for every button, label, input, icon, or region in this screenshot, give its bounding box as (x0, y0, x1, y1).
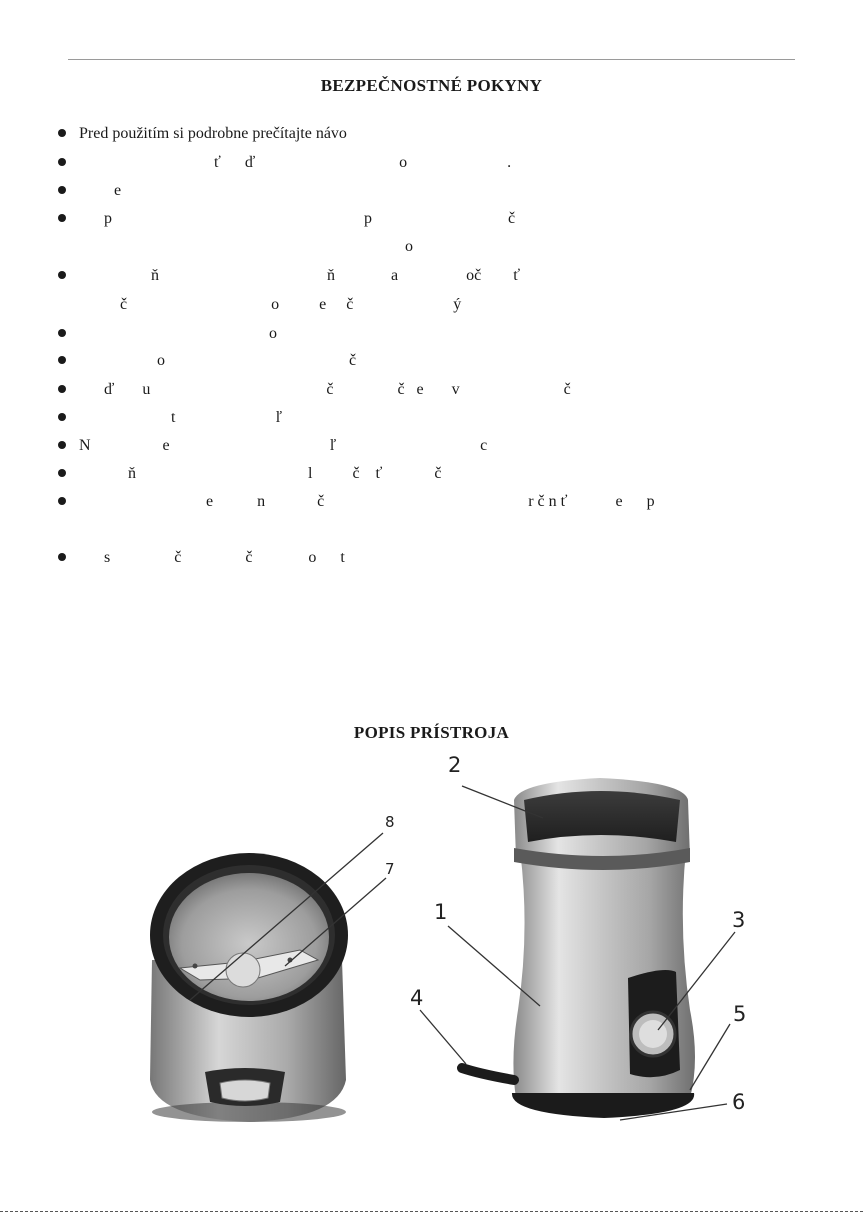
safety-item: e n č r č n ť e p (58, 493, 655, 511)
safety-item: Pred použitím si podrobne prečítajte náv… (58, 125, 347, 143)
part-number-4: 4 (410, 986, 424, 1010)
part-number-1: 1 (434, 900, 448, 924)
bullet-icon (58, 214, 66, 222)
safety-item: ň l č ť č (58, 465, 441, 483)
safety-item: N e ľ c (58, 437, 487, 455)
bullet-icon (58, 553, 66, 561)
part-number-3: 3 (732, 908, 746, 932)
safety-item: s č č o t (58, 549, 345, 567)
bullet-icon (58, 158, 66, 166)
part-number-7: 7 (385, 860, 395, 878)
bullet-icon (58, 385, 66, 393)
safety-heading: BEZPEČNOSTNÉ POKYNY (320, 76, 543, 95)
safety-item-continuation: o (405, 238, 413, 255)
bullet-icon (58, 469, 66, 477)
part-number-2: 2 (448, 753, 462, 777)
safety-item: ď u č č e v č (58, 381, 571, 399)
safety-item: ň ň a oč ť (58, 267, 520, 285)
bullet-icon (58, 329, 66, 337)
bullet-icon (58, 356, 66, 364)
safety-item: p p č (58, 210, 515, 228)
bullet-icon (58, 186, 66, 194)
safety-item: ť ď o . (58, 154, 511, 172)
bullet-icon (58, 497, 66, 505)
part-number-5: 5 (733, 1002, 747, 1026)
leader-lines (189, 785, 736, 1121)
safety-item: t ľ (58, 409, 282, 427)
part-number-6: 6 (732, 1090, 746, 1114)
safety-item: o (58, 325, 277, 343)
bullet-icon (58, 441, 66, 449)
safety-item-continuation: č o e č ý (120, 296, 462, 313)
top-rule (68, 59, 795, 60)
bullet-icon (58, 129, 66, 137)
grinder-closed-view (457, 778, 695, 1118)
safety-item: o č (58, 352, 356, 370)
bottom-rule (0, 1211, 863, 1212)
device-description-heading: POPIS PRÍSTROJA (353, 723, 510, 742)
bullet-icon (58, 413, 66, 421)
safety-item: e (58, 182, 121, 200)
bullet-icon (58, 271, 66, 279)
part-number-8: 8 (385, 813, 395, 831)
grinder-open-view (150, 853, 348, 1122)
